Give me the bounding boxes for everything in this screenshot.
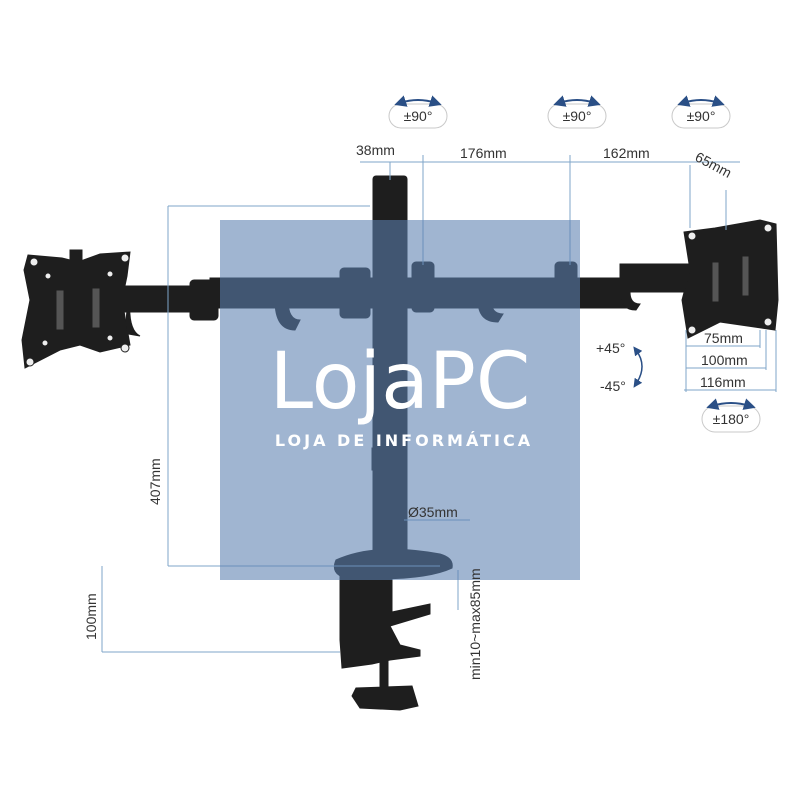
badge-mid-joint-text: ±90° xyxy=(563,108,592,124)
dim-clamp-range: min10~max85mm xyxy=(467,568,483,680)
tilt-indicator: +45° -45° xyxy=(596,340,643,394)
right-vesa-plate xyxy=(681,219,779,339)
tilt-down-label: -45° xyxy=(600,378,626,394)
watermark-logo: LojaPC xyxy=(270,337,531,427)
dim-height: 407mm xyxy=(147,458,163,505)
badge-swivel: ±180° xyxy=(701,398,761,433)
badge-left-head: ±90° xyxy=(388,95,448,129)
dim-head-offset: 65mm xyxy=(693,149,735,181)
dim-clamp-depth: 100mm xyxy=(83,593,99,640)
badge-left-head-text: ±90° xyxy=(404,108,433,124)
dim-plate-width: 116mm xyxy=(700,374,746,390)
badge-right-head: ±90° xyxy=(671,95,731,129)
left-vesa-plate xyxy=(21,249,131,369)
watermark: LojaPC LOJA DE INFORMÁTICA xyxy=(220,220,580,580)
badge-swivel-text: ±180° xyxy=(713,411,750,427)
badge-mid-joint: ±90° xyxy=(547,95,607,129)
watermark-tagline: LOJA DE INFORMÁTICA xyxy=(275,431,533,450)
tilt-up-label: +45° xyxy=(596,340,625,356)
dim-arm-outer: 162mm xyxy=(603,145,650,161)
dim-pole-to-joint: 38mm xyxy=(356,142,395,158)
dim-arm-inner: 176mm xyxy=(460,145,507,161)
dim-pole-diameter: Ø35mm xyxy=(408,504,458,520)
dim-vesa-100: 100mm xyxy=(701,352,748,368)
dim-vesa-75: 75mm xyxy=(704,330,743,346)
badge-right-head-text: ±90° xyxy=(687,108,716,124)
